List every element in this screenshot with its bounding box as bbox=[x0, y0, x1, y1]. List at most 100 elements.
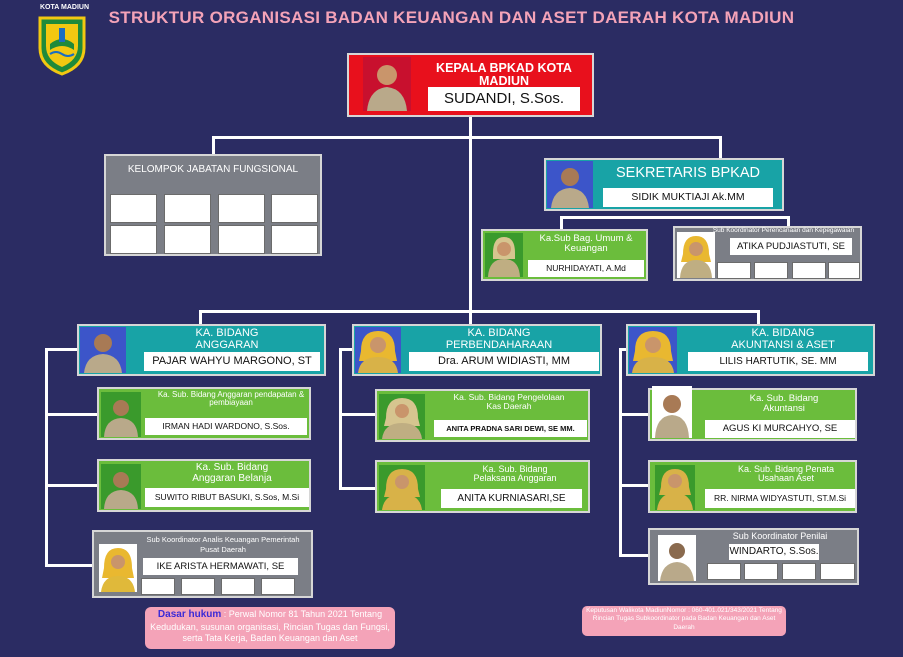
person-photo bbox=[101, 392, 141, 437]
vacant-cell bbox=[164, 225, 211, 254]
person-photo bbox=[485, 233, 523, 277]
keputusan-note: Keputusan Walikota MadiunNomor : 060-401… bbox=[582, 606, 786, 636]
vacant-cell bbox=[792, 262, 826, 279]
perbendaharaan-unit-box: Ka. Sub. Bidang Pelaksana Anggaran ANITA… bbox=[375, 460, 590, 513]
vacant-cell bbox=[717, 262, 751, 279]
connector-line bbox=[45, 564, 93, 567]
dasar-hukum-label: Dasar hukum bbox=[157, 609, 222, 620]
connector-line bbox=[339, 348, 342, 490]
connector-line bbox=[199, 310, 760, 313]
vacant-cell bbox=[141, 578, 175, 595]
connector-line bbox=[45, 413, 98, 416]
bidang-akuntansi-title: KA. BIDANG AKUNTANSI & ASET bbox=[731, 327, 835, 351]
connector-line bbox=[757, 310, 760, 325]
vacant-cell bbox=[707, 563, 741, 580]
secretary-title: SEKRETARIS BPKAD bbox=[616, 165, 760, 181]
vacant-cell bbox=[164, 194, 211, 223]
city-label: KOTA MADIUN bbox=[40, 4, 89, 11]
person-photo bbox=[655, 465, 695, 510]
perbendaharaan-unit-name: ANITA PRADNA SARI DEWI, SE MM. bbox=[434, 420, 587, 437]
sub-koord-kepeg-name: ATIKA PUDJIASTUTI, SE bbox=[730, 238, 852, 255]
vacant-cell bbox=[221, 578, 255, 595]
dasar-hukum-note: Dasar hukum : Perwal Nomor 81 Tahun 2021… bbox=[145, 607, 395, 649]
connector-line bbox=[212, 136, 722, 139]
connector-line bbox=[469, 310, 472, 325]
connector-line bbox=[339, 487, 376, 490]
connector-line bbox=[619, 348, 627, 351]
person-photo bbox=[629, 327, 677, 373]
perbendaharaan-unit-title: Ka. Sub. Bidang Pengelolaan Kas Daerah bbox=[453, 392, 565, 411]
bidang-akuntansi-name: LILIS HARTUTIK, SE. MM bbox=[688, 352, 868, 371]
vacant-cell bbox=[218, 194, 265, 223]
vacant-cell bbox=[820, 563, 855, 580]
connector-line bbox=[560, 216, 789, 219]
secretary-name: SIDIK MUKTIAJI Ak.MM bbox=[603, 188, 773, 207]
anggaran-unit-title: Ka. Sub. Bidang Anggaran Belanja bbox=[192, 462, 272, 484]
sub-bag-name: NURHIDAYATI, A.Md bbox=[528, 260, 644, 277]
akuntansi-subkoord-name: WINDARTO, S.Sos. bbox=[729, 544, 819, 560]
page-title: STRUKTUR ORGANISASI BADAN KEUANGAN DAN A… bbox=[108, 8, 795, 27]
connector-line bbox=[45, 484, 98, 487]
connector-line bbox=[45, 348, 48, 567]
bidang-perbendaharaan-box: KA. BIDANG PERBENDAHARAAN Dra. ARUM WIDI… bbox=[352, 324, 602, 376]
vacant-cell bbox=[181, 578, 215, 595]
person-photo bbox=[658, 535, 696, 581]
anggaran-unit-name: IRMAN HADI WARDONO, S.Sos. bbox=[145, 418, 307, 435]
bidang-akuntansi-box: KA. BIDANG AKUNTANSI & ASET LILIS HARTUT… bbox=[626, 324, 875, 376]
person-photo bbox=[379, 394, 425, 439]
head-box: KEPALA BPKAD KOTA MADIUN SUDANDI, S.Sos. bbox=[347, 53, 594, 117]
anggaran-unit-title: Ka. Sub. Bidang Anggaran pendapatan & pe… bbox=[157, 390, 305, 408]
connector-line bbox=[787, 216, 790, 227]
akuntansi-unit-title: Ka. Sub. Bidang Penata Usahaan Aset bbox=[737, 464, 835, 484]
vacant-cell bbox=[782, 563, 816, 580]
bidang-anggaran-title: KA. BIDANG ANGGARAN bbox=[195, 327, 259, 351]
person-photo bbox=[101, 464, 141, 509]
akuntansi-unit-name: RR. NIRMA WIDYASTUTI, ST.M.Si bbox=[705, 489, 855, 508]
akuntansi-subkoord-title: Sub Koordinator Penilai bbox=[732, 531, 828, 541]
connector-line bbox=[45, 348, 78, 351]
perbendaharaan-unit-title: Ka. Sub. Bidang Pelaksana Anggaran bbox=[473, 464, 557, 484]
kelompok-box: KELOMPOK JABATAN FUNGSIONAL bbox=[104, 154, 322, 256]
vacant-cell bbox=[744, 563, 778, 580]
connector-line bbox=[719, 136, 722, 159]
keputusan-text: Keputusan Walikota MadiunNomor : 060-401… bbox=[586, 607, 782, 631]
akuntansi-unit-name: AGUS KI MURCAHYO, SE bbox=[705, 420, 855, 438]
connector-line bbox=[212, 136, 215, 155]
person-photo bbox=[677, 232, 715, 278]
anggaran-subkoord-title: Sub Koordinator Analis Keuangan Pemerint… bbox=[146, 535, 300, 555]
akuntansi-unit-box: Ka. Sub. Bidang Akuntansi AGUS KI MURCAH… bbox=[648, 386, 857, 441]
vacant-cell bbox=[271, 225, 318, 254]
bidang-anggaran-box: KA. BIDANG ANGGARAN PAJAR WAHYU MARGONO,… bbox=[77, 324, 326, 376]
connector-line bbox=[339, 348, 353, 351]
anggaran-subkoord-name: IKE ARISTA HERMAWATI, SE bbox=[143, 558, 298, 575]
connector-line bbox=[619, 484, 648, 487]
connector-line bbox=[339, 413, 376, 416]
akuntansi-unit-box: Ka. Sub. Bidang Penata Usahaan Aset RR. … bbox=[648, 460, 857, 513]
sub-koord-kepeg-title: Sub Koordinator Perencanaan dan Kepegawa… bbox=[712, 227, 855, 234]
vacant-cell bbox=[261, 578, 295, 595]
person-photo bbox=[379, 465, 425, 510]
vacant-cell bbox=[828, 262, 860, 279]
head-title: KEPALA BPKAD KOTA MADIUN bbox=[436, 61, 572, 89]
person-photo bbox=[547, 161, 593, 208]
sub-bag-box: Ka.Sub Bag. Umum & Keuangan NURHIDAYATI,… bbox=[481, 229, 648, 281]
person-photo bbox=[652, 386, 692, 438]
person-photo bbox=[355, 327, 401, 373]
city-emblem-icon bbox=[36, 14, 88, 76]
connector-line bbox=[469, 117, 472, 312]
akuntansi-subkoord-box: Sub Koordinator Penilai WINDARTO, S.Sos. bbox=[648, 528, 859, 585]
person-photo bbox=[363, 57, 411, 111]
person-photo bbox=[80, 327, 126, 373]
akuntansi-unit-title: Ka. Sub. Bidang Akuntansi bbox=[749, 393, 819, 414]
vacant-cell bbox=[110, 194, 157, 223]
bidang-perbendaharaan-name: Dra. ARUM WIDIASTI, MM bbox=[409, 352, 599, 371]
vacant-cell bbox=[754, 262, 788, 279]
perbendaharaan-unit-name: ANITA KURNIASARI,SE bbox=[441, 489, 582, 508]
vacant-cell bbox=[271, 194, 318, 223]
secretary-box: SEKRETARIS BPKAD SIDIK MUKTIAJI Ak.MM bbox=[544, 158, 784, 211]
dasar-hukum-text: : Perwal Nomor 81 Tahun 2021 Tentang Ked… bbox=[150, 609, 390, 643]
anggaran-unit-box: Ka. Sub. Bidang Anggaran pendapatan & pe… bbox=[97, 387, 311, 440]
anggaran-unit-box: Ka. Sub. Bidang Anggaran Belanja SUWITO … bbox=[97, 459, 311, 512]
kelompok-title: KELOMPOK JABATAN FUNGSIONAL bbox=[127, 164, 299, 175]
sub-bag-title: Ka.Sub Bag. Umum & Keuangan bbox=[539, 233, 633, 254]
